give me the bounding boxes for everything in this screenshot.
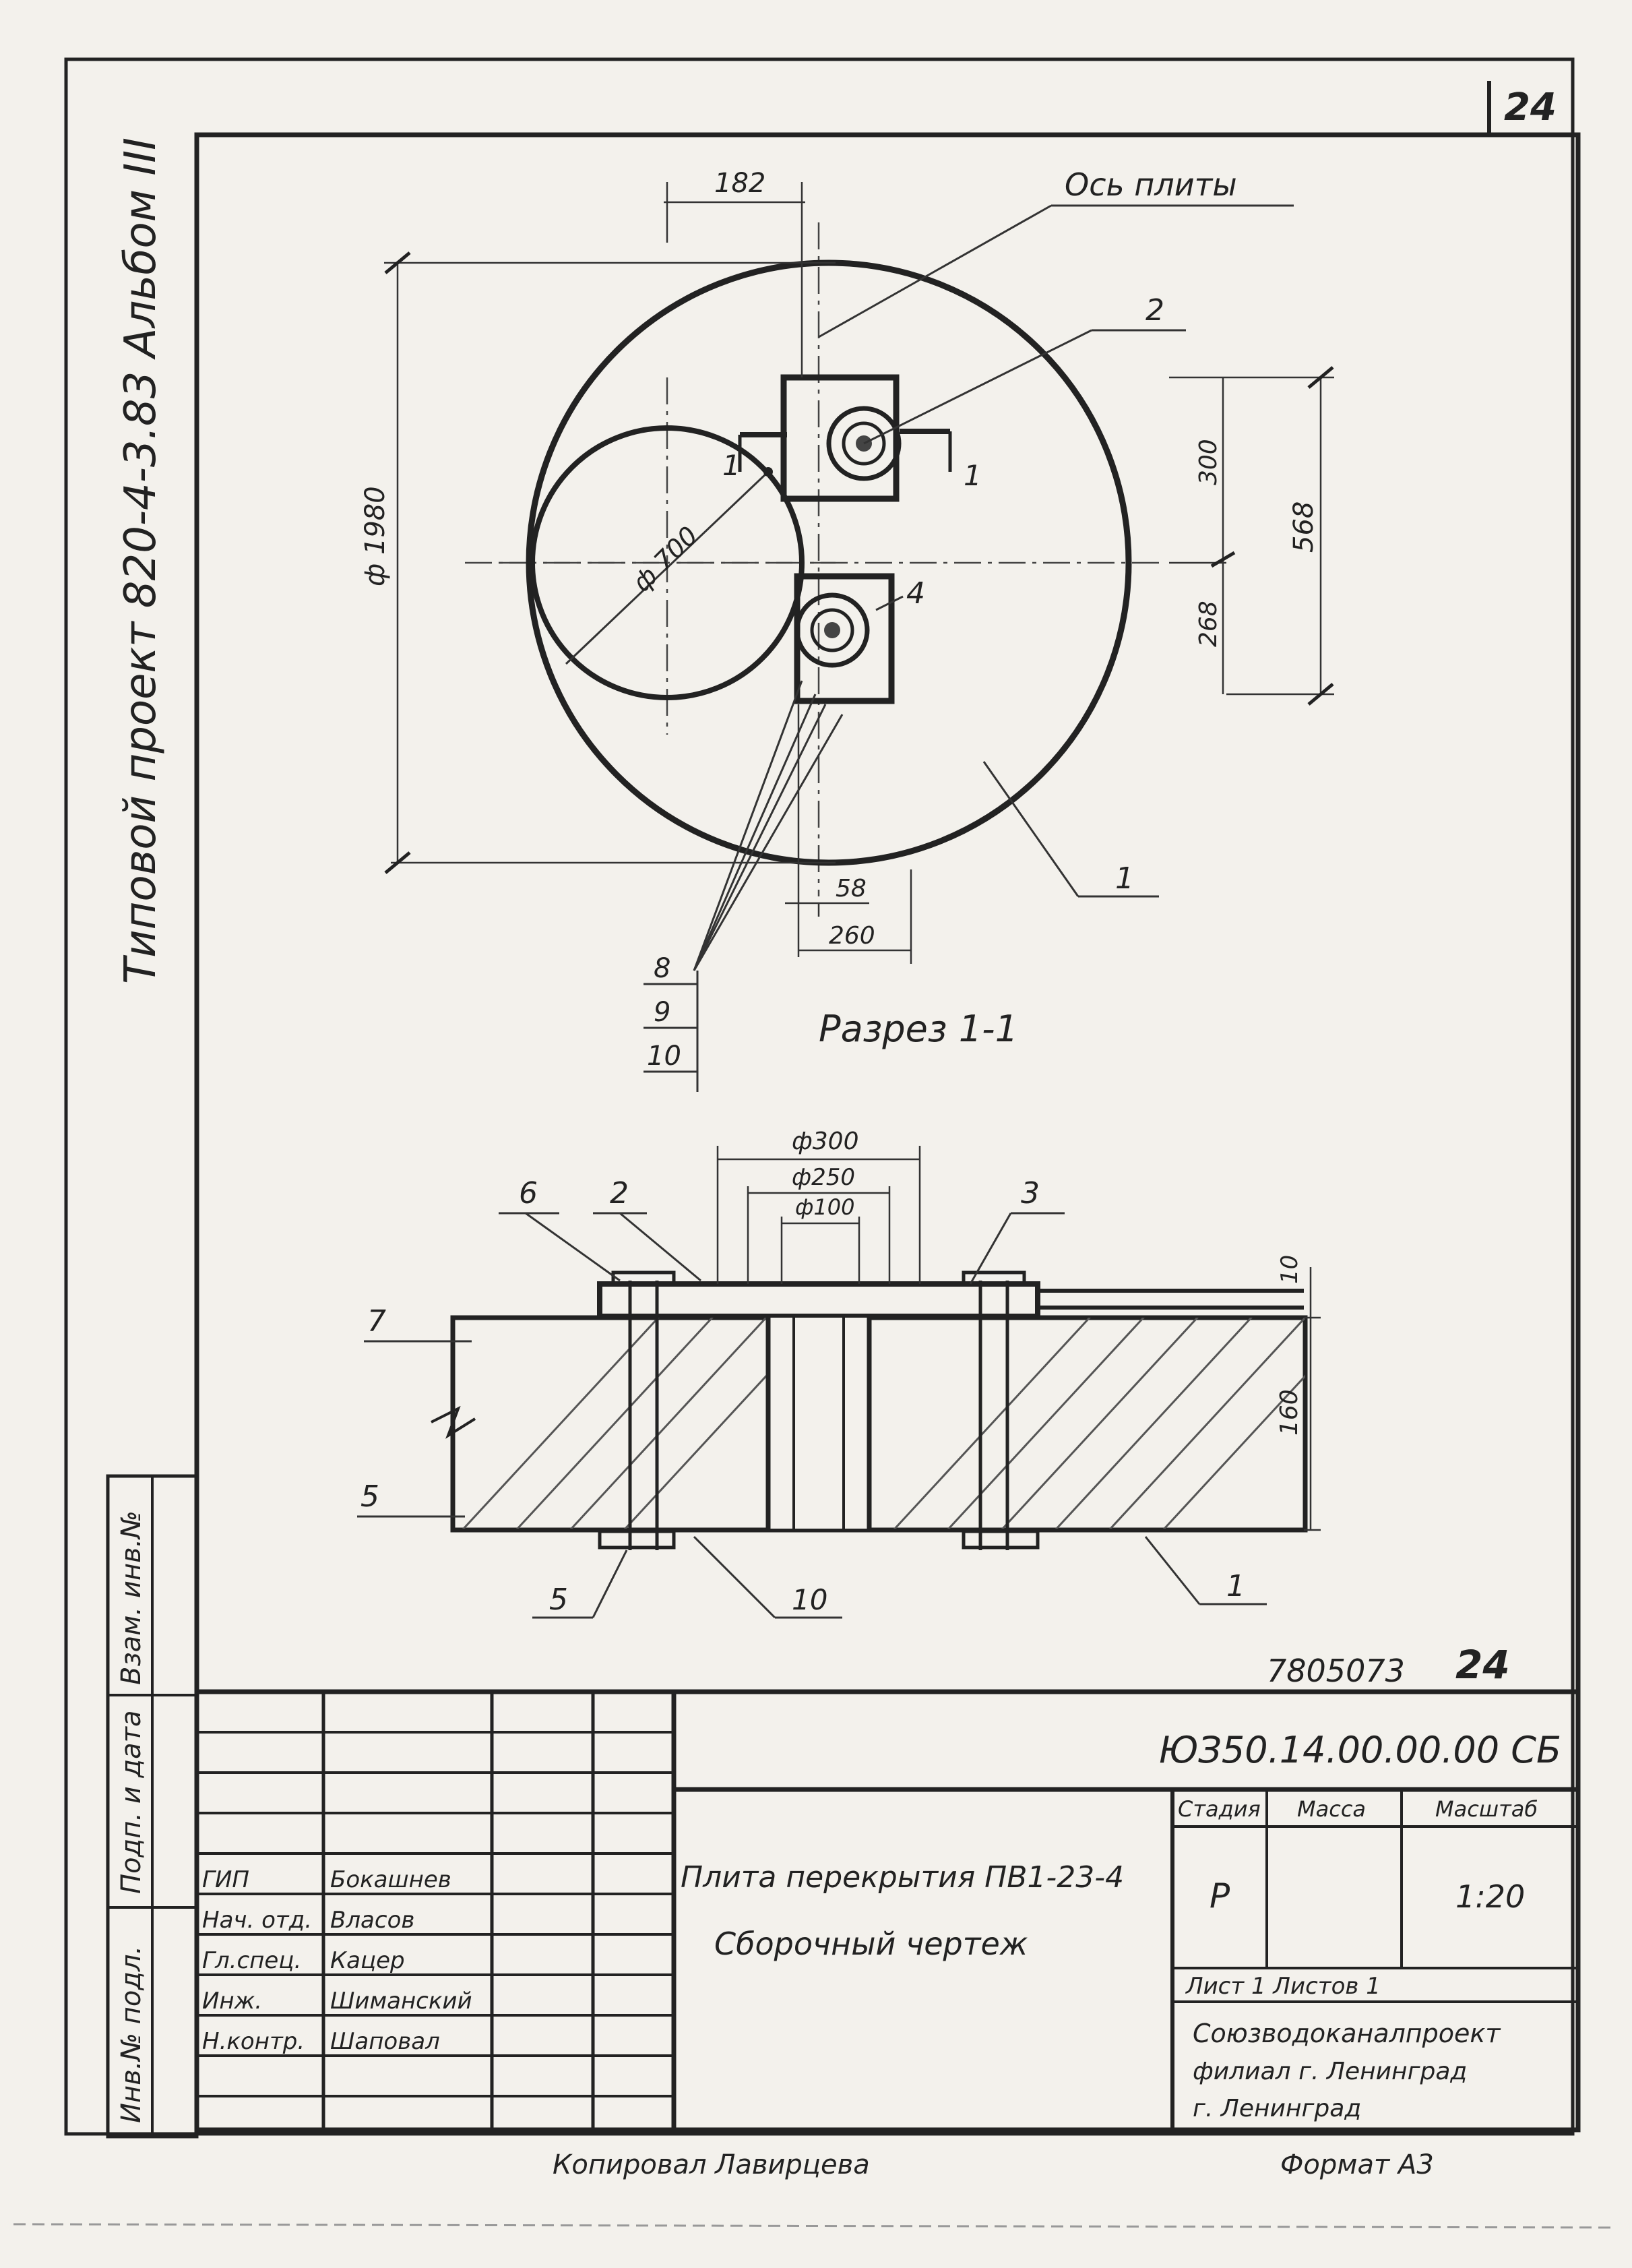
col-header-mass: Масса (1297, 1796, 1366, 1822)
footer-format: Формат А3 (1280, 2149, 1434, 2180)
name-gl-spec: Кацер (330, 1947, 405, 1974)
section-mark-right: 1 (964, 459, 982, 492)
role-n-kontr: Н.контр. (202, 2028, 305, 2055)
org-line1: Союзводоканалпроект (1193, 2019, 1501, 2048)
org-line3: г. Ленинград (1193, 2095, 1361, 2122)
description-line1: Плита перекрытия ПВ1-23-4 (681, 1860, 1124, 1895)
doc-code: 7805073 (1267, 1653, 1405, 1689)
project-title: Типовой проект 820-4-3.83 Альбом III (116, 137, 166, 984)
footer-copied-by: Копировал Лавирцева (553, 2149, 870, 2180)
callout-1-section: 1 (1226, 1569, 1245, 1603)
org-line2: филиал г. Ленинград (1193, 2058, 1467, 2085)
callout-4-plan: 4 (906, 576, 925, 611)
dim-right-part1: 300 (1195, 439, 1222, 485)
callout-3: 3 (1021, 1176, 1040, 1210)
section-view: ф300 ф250 ф100 160 10 6 2 3 7 5 5 10 (357, 1128, 1321, 1619)
dim-bottom-58: 58 (836, 875, 867, 902)
dim-bottom-260: 260 (829, 922, 875, 950)
role-inzh: Инж. (202, 1988, 262, 2015)
section-title: Разрез 1-1 (819, 1008, 1018, 1050)
callout-1-plan: 1 (1115, 861, 1134, 896)
title-sheet-mark: 24 (1455, 1642, 1510, 1688)
sheet-info: Лист 1 Листов 1 (1185, 1973, 1381, 2000)
col-header-stage: Стадия (1178, 1796, 1261, 1822)
callout-10-plan: 10 (647, 1041, 681, 1072)
dim-d100: ф100 (795, 1194, 854, 1220)
name-inzh: Шиманский (330, 1988, 472, 2015)
callout-5-left: 5 (360, 1479, 379, 1514)
callout-10-section: 10 (792, 1583, 827, 1616)
dim-right-total: 568 (1288, 501, 1319, 553)
hatch-opening (530, 425, 805, 700)
dim-d300: ф300 (792, 1128, 859, 1155)
dim-main-diameter: ф 1980 (360, 486, 391, 586)
dim-top-offset: 182 (714, 168, 765, 199)
title-block: 7805073 24 ЮЗ50.14.00.00.00 СБ ГИП Бокаш… (197, 1642, 1578, 2130)
stage-value: Р (1210, 1876, 1230, 1915)
sheet-number: 24 (1504, 86, 1557, 129)
col-header-scale: Масштаб (1435, 1796, 1538, 1822)
role-gl-spec: Гл.спец. (202, 1947, 301, 1974)
outer-frame (64, 57, 1575, 2136)
stamp-inv-podl: Инв.№ подл. (116, 1946, 147, 2123)
stamp-podp-data: Подп. и дата (116, 1711, 147, 1894)
callout-9: 9 (654, 997, 670, 1028)
label-slab-axis: Ось плиты (1065, 166, 1237, 203)
name-nach-otd: Власов (330, 1907, 414, 1934)
margin-stamp: Инв.№ подл. Подп. и дата Взам. инв.№ (106, 1474, 199, 2139)
role-gip: ГИП (202, 1866, 249, 1893)
drawing-frame (194, 132, 1581, 2133)
callout-5-bottom: 5 (549, 1583, 568, 1617)
callout-8: 8 (654, 953, 670, 984)
section-mark-left: 1 (722, 449, 741, 482)
scale-value: 1:20 (1455, 1878, 1525, 1915)
name-gip: Бокашнев (330, 1866, 451, 1893)
callout-2-plan: 2 (1145, 293, 1164, 328)
dim-top-10: 10 (1276, 1255, 1303, 1284)
name-n-kontr: Шаповал (330, 2028, 440, 2055)
description-line2: Сборочный чертеж (714, 1926, 1028, 1962)
doc-designation: ЮЗ50.14.00.00.00 СБ (1159, 1729, 1561, 1771)
callout-7: 7 (367, 1304, 386, 1339)
dim-d250: ф250 (792, 1164, 855, 1191)
callout-2-section: 2 (610, 1176, 629, 1210)
stamp-vzam-inv: Взам. инв.№ (116, 1510, 147, 1685)
dim-right-part2: 268 (1195, 601, 1222, 647)
callout-6: 6 (519, 1176, 538, 1210)
role-nach-otd: Нач. отд. (202, 1907, 312, 1934)
dim-thickness: 160 (1276, 1389, 1303, 1436)
